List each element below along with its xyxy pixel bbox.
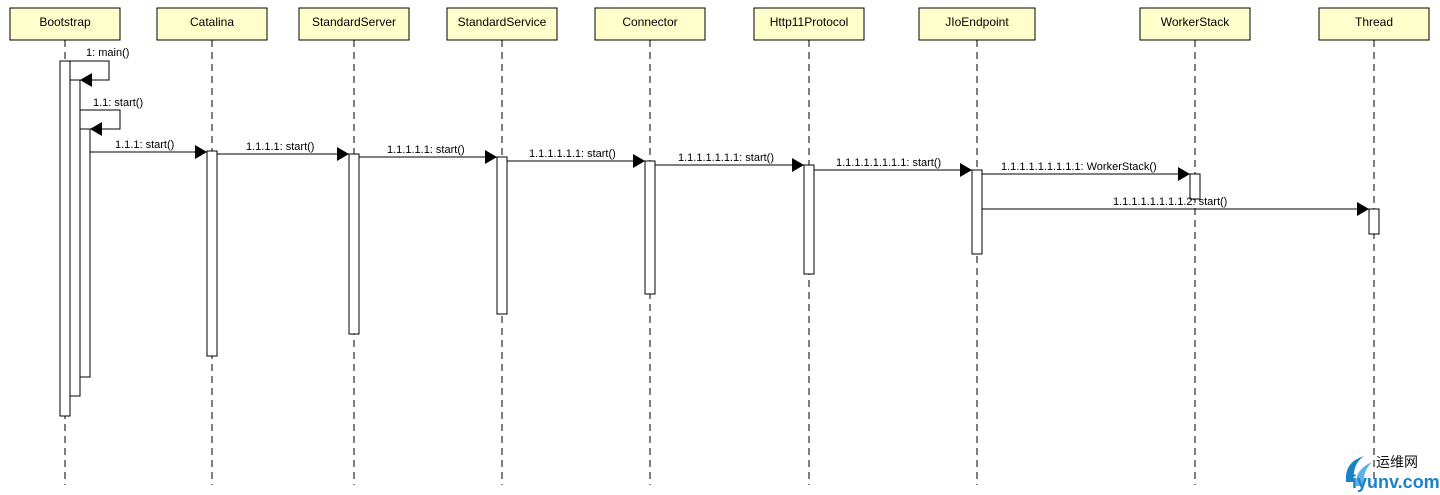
activation-connector: [644, 160, 656, 295]
participant-workerstack[interactable]: WorkerStack: [1139, 7, 1251, 41]
participant-standardserver[interactable]: StandardServer: [298, 7, 410, 41]
participant-standardservice[interactable]: StandardService: [446, 7, 558, 41]
message-1-1-1-1[interactable]: 1.1.1.1: start(): [217, 141, 349, 161]
activations: [59, 60, 1380, 417]
message-label: 1.1.1.1.1.1: start(): [529, 148, 616, 160]
message-1-1-1-1-1-1-1[interactable]: 1.1.1.1.1.1.1: start(): [655, 152, 804, 172]
message-label: 1.1.1.1.1.1.1.1: start(): [836, 157, 941, 169]
arrow-head-icon: [485, 150, 497, 164]
arrow-head-icon: [337, 147, 349, 161]
message-label: 1: main(): [86, 47, 129, 59]
messages: 1: main() 1.1: start() 1.1.1: start() 1.…: [70, 47, 1369, 216]
message-label: 1.1: start(): [93, 97, 143, 109]
message-label: 1.1.1.1.1.1.1: start(): [678, 152, 774, 164]
message-label: 1.1.1.1.1: start(): [387, 144, 465, 156]
arrow-head-icon: [1178, 167, 1190, 181]
participant-label-standardserver: StandardServer: [312, 15, 396, 29]
participant-label-thread: Thread: [1355, 15, 1393, 29]
message-1[interactable]: 1: main(): [70, 47, 129, 87]
participant-label-workerstack: WorkerStack: [1161, 15, 1230, 29]
participant-connector[interactable]: Connector: [594, 7, 706, 41]
arrow-head-icon: [195, 145, 207, 159]
activation-standardservice: [496, 156, 508, 315]
activation-catalina: [206, 150, 218, 357]
arrow-head-icon: [633, 154, 645, 168]
message-label: 1.1.1.1: start(): [246, 141, 314, 153]
participant-thread[interactable]: Thread: [1318, 7, 1430, 41]
arrow-head-icon: [960, 163, 972, 177]
arrow-head-icon: [1357, 202, 1369, 216]
activation-standardserver: [348, 153, 360, 335]
message-label: 1.1.1.1.1.1.1.1.2: start(): [1113, 196, 1227, 208]
watermark-top-text: 运维网: [1376, 455, 1418, 471]
participant-bootstrap[interactable]: Bootstrap: [9, 7, 121, 41]
participant-http11protocol[interactable]: Http11Protocol: [753, 7, 865, 41]
message-1-1-1-1-1-1-1-1-1[interactable]: 1.1.1.1.1.1.1.1.1: WorkerStack(): [982, 161, 1190, 181]
participant-label-connector: Connector: [622, 15, 677, 29]
participant-label-catalina: Catalina: [190, 15, 234, 29]
message-1-1[interactable]: 1.1: start(): [80, 97, 143, 136]
message-1-1-1-1-1[interactable]: 1.1.1.1.1: start(): [359, 144, 497, 164]
watermark: 运维网 iyunv.com: [1340, 450, 1440, 495]
watermark-logo-icon: [1345, 456, 1372, 486]
activation-workerstack: [1189, 173, 1201, 200]
message-1-1-1-1-1-1[interactable]: 1.1.1.1.1.1: start(): [507, 148, 645, 168]
lifelines: [64, 40, 1375, 485]
activation-jioendpoint: [971, 169, 983, 255]
participant-label-jioendpoint: JIoEndpoint: [945, 15, 1009, 29]
message-1-1-1-1-1-1-1-1[interactable]: 1.1.1.1.1.1.1.1: start(): [814, 157, 972, 177]
activation-bootstrap-main: [59, 60, 71, 417]
message-label: 1.1.1.1.1.1.1.1.1: WorkerStack(): [1001, 161, 1157, 173]
arrow-head-icon: [792, 158, 804, 172]
message-1-1-1-1-1-1-1-1-2[interactable]: 1.1.1.1.1.1.1.1.2: start(): [982, 196, 1369, 216]
participant-label-bootstrap: Bootstrap: [39, 15, 91, 29]
participant-jioendpoint[interactable]: JIoEndpoint: [918, 7, 1036, 41]
arrow-head-icon: [80, 73, 92, 87]
message-1-1-1[interactable]: 1.1.1: start(): [90, 139, 207, 159]
participant-catalina[interactable]: Catalina: [156, 7, 268, 41]
participant-label-http11protocol: Http11Protocol: [770, 15, 849, 29]
activation-http11protocol: [803, 164, 815, 275]
participants: Bootstrap Catalina StandardServer Standa…: [9, 7, 1430, 41]
arrow-head-icon: [90, 122, 102, 136]
watermark-bottom-text: iyunv.com: [1352, 472, 1440, 492]
participant-label-standardservice: StandardService: [458, 15, 547, 29]
activation-thread: [1368, 208, 1380, 235]
message-label: 1.1.1: start(): [115, 139, 174, 151]
activation-bootstrap-main-nested: [69, 79, 81, 397]
activation-bootstrap-start: [79, 128, 91, 378]
